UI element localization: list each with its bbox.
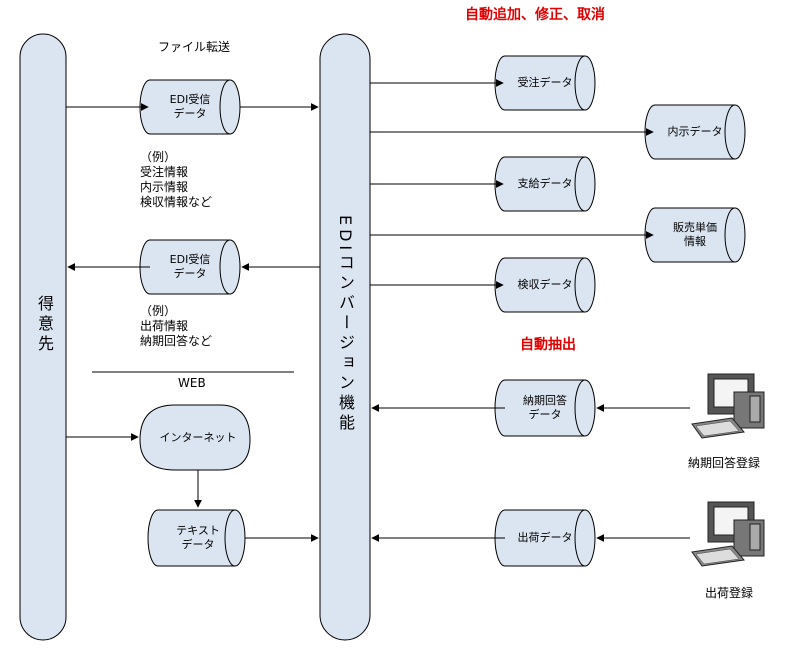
internet-shape <box>139 404 251 471</box>
example-2-line: 出荷情報 <box>140 319 189 333</box>
file-transfer-label: ファイル転送 <box>158 40 231 54</box>
edi-recv-1-label: EDI受信 データ <box>148 93 232 121</box>
example-2-text: （例） 出荷情報 納期回答など <box>140 304 212 349</box>
forecast-data-label: 内示データ <box>667 125 723 138</box>
text-data-cylinder <box>147 509 246 567</box>
edi-recv-2-line1: EDI受信 <box>169 253 211 266</box>
price-info-line1: 販売単価 <box>673 221 717 234</box>
web-label: WEB <box>178 376 206 390</box>
internet-label: インターネット <box>159 431 237 444</box>
example-1-text: （例） 受注情報 内示情報 検収情報など <box>140 150 212 210</box>
computer-icon <box>691 373 765 439</box>
delivery-reply-line2: データ <box>528 408 562 421</box>
example-1-line: 内示情報 <box>140 180 189 194</box>
converter-bar <box>319 33 371 641</box>
price-info-label: 販売単価 情報 <box>653 221 737 249</box>
edi-recv-cylinder-2 <box>139 239 241 295</box>
edi-recv-2-label: EDI受信 データ <box>148 253 232 281</box>
example-2-line: （例） <box>140 304 177 318</box>
delivery-reply-line1: 納期回答 <box>523 394 567 407</box>
example-1-line: 検収情報など <box>140 195 213 209</box>
edi-recv-cylinder-1 <box>139 79 241 135</box>
order-data-cylinder <box>494 55 596 111</box>
delivery-reply-reg-label: 納期回答登録 <box>688 456 761 470</box>
title-auto-extract: 自動抽出 <box>520 337 576 353</box>
supply-data-label: 支給データ <box>517 177 573 190</box>
customer-bar <box>19 33 67 641</box>
customer-label: 得意先 <box>35 295 54 355</box>
price-info-line2: 情報 <box>684 235 706 248</box>
delivery-reply-label: 納期回答 データ <box>503 394 587 422</box>
text-data-label: テキスト データ <box>158 524 238 552</box>
text-data-line1: テキスト <box>176 524 220 537</box>
forecast-data-cylinder <box>644 104 746 160</box>
shipping-data-label: 出荷データ <box>517 531 573 544</box>
example-1-line: 受注情報 <box>140 165 189 179</box>
edi-recv-2-line2: データ <box>173 267 207 280</box>
edi-recv-1-line2: データ <box>173 107 207 120</box>
example-2-line: 納期回答など <box>140 334 213 348</box>
delivery-reply-cylinder <box>494 379 596 437</box>
shipping-data-cylinder <box>494 509 596 567</box>
text-data-line2: データ <box>181 538 215 551</box>
title-auto-add: 自動追加、修正、取消 <box>465 7 605 23</box>
shipping-reg-label: 出荷登録 <box>705 586 754 600</box>
order-data-label: 受注データ <box>517 76 573 89</box>
converter-label: EDIコンバージョン機能 <box>336 215 355 435</box>
inspect-data-cylinder <box>494 257 596 313</box>
supply-data-cylinder <box>494 156 596 212</box>
price-info-cylinder <box>644 207 746 263</box>
inspect-data-label: 検収データ <box>517 278 573 291</box>
computer-icon <box>691 501 765 567</box>
example-1-line: （例） <box>140 150 177 164</box>
edi-recv-1-line1: EDI受信 <box>169 93 211 106</box>
